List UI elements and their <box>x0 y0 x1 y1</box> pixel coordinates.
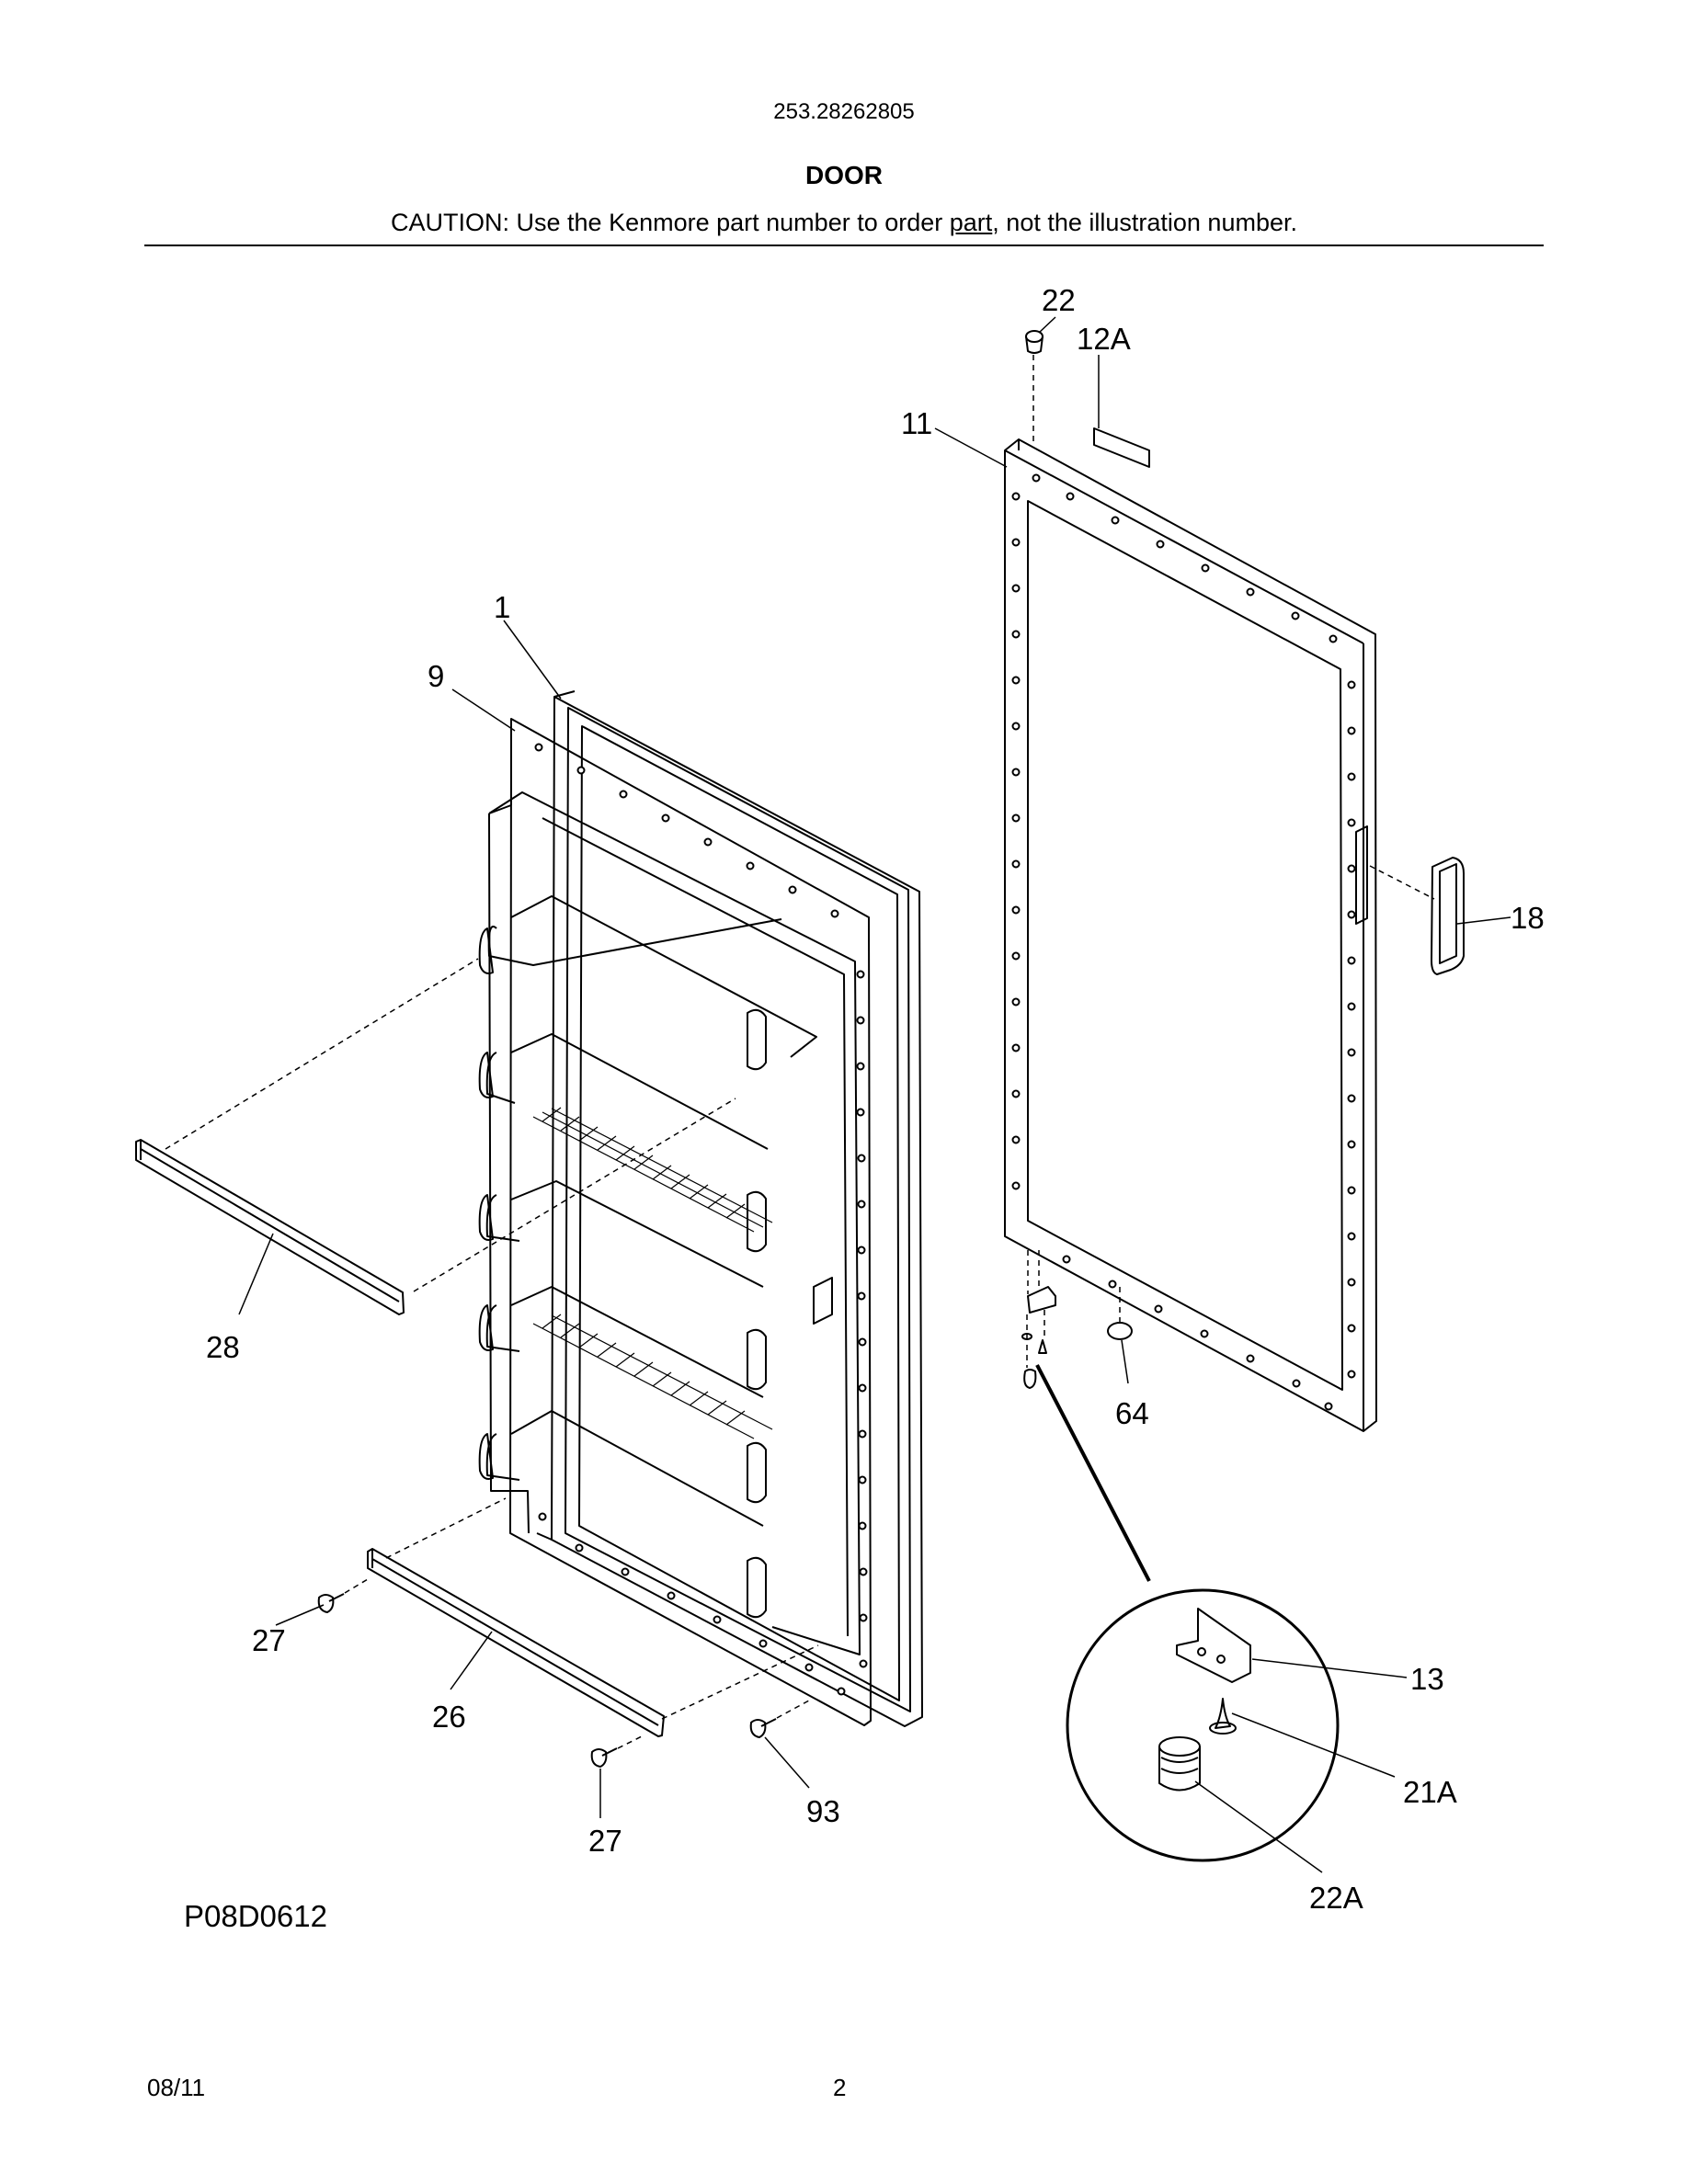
hinge-parts-small <box>1021 1286 1056 1389</box>
callout-1: 1 <box>494 590 510 624</box>
page-number: 2 <box>833 2074 847 2101</box>
model-number: 253.28262805 <box>773 99 915 124</box>
callout-93: 93 <box>806 1794 840 1828</box>
callout-22a: 22A <box>1309 1881 1363 1915</box>
upper-shelf-rail <box>135 1139 405 1315</box>
callout-22: 22 <box>1042 283 1076 317</box>
leader-lines <box>238 316 1511 1873</box>
hinge-pin-detail <box>1209 1698 1237 1735</box>
callout-27-upper: 27 <box>252 1623 286 1657</box>
header-divider <box>144 245 1544 246</box>
caution-note: CAUTION: Use the Kenmore part number to … <box>0 209 1688 237</box>
door-handle <box>1431 857 1465 975</box>
callout-64: 64 <box>1115 1396 1149 1430</box>
outer-door-panel <box>1004 438 1377 1432</box>
hole-plug <box>1107 1322 1133 1340</box>
hinge-bushing-detail <box>1158 1736 1201 1792</box>
section-title: DOOR <box>805 161 883 189</box>
callout-18: 18 <box>1511 901 1545 935</box>
inner-door-liner <box>478 718 872 1726</box>
top-hinge-bushing <box>1025 330 1044 354</box>
shelf-rail-screw-upper <box>317 1593 345 1613</box>
assembly-lines <box>165 355 1435 1749</box>
hinge-detail-circle <box>1066 1588 1340 1862</box>
shelf-rail-screw-lower <box>590 1747 618 1768</box>
door-label <box>1093 427 1150 468</box>
callout-11: 11 <box>901 406 932 440</box>
lower-shelf-rail <box>367 1548 665 1737</box>
figure-code: P08D0612 <box>184 1899 327 1933</box>
callout-9: 9 <box>428 659 444 693</box>
hinge-bracket-detail <box>1176 1608 1251 1683</box>
detail-pointer-line <box>1035 1364 1151 1582</box>
caution-text-end: , not the illustration number. <box>992 209 1297 236</box>
callout-26: 26 <box>432 1700 466 1734</box>
callout-13: 13 <box>1410 1662 1444 1696</box>
callout-12a: 12A <box>1077 322 1131 356</box>
door-screw <box>749 1718 777 1738</box>
door-gasket <box>536 690 923 1727</box>
caution-text-start: CAUTION: Use the Kenmore part number to … <box>391 209 950 236</box>
caution-part-link[interactable]: part <box>949 209 993 236</box>
footer-date: 08/11 <box>147 2074 206 2101</box>
callout-21a: 21A <box>1403 1775 1457 1809</box>
callout-28: 28 <box>206 1330 240 1364</box>
callout-27-lower: 27 <box>588 1824 622 1858</box>
